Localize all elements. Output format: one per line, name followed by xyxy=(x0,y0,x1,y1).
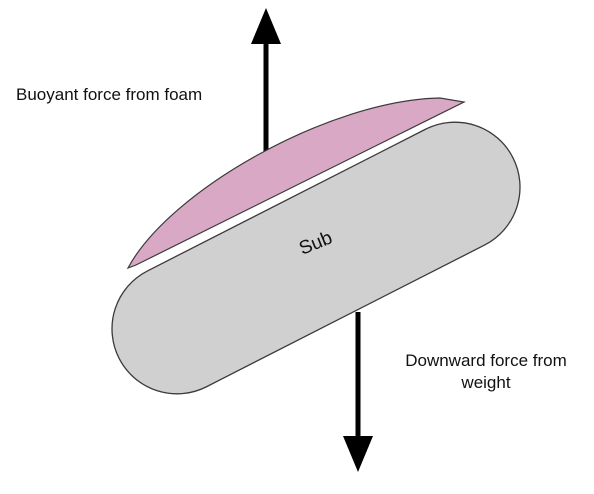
weight-arrow-head xyxy=(343,436,373,472)
downward-force-label: Downward force from weight xyxy=(386,350,586,394)
buoyant-arrow-head xyxy=(251,8,281,44)
downward-force-label-line-1: Downward force from xyxy=(405,351,567,370)
downward-force-label-line-2: weight xyxy=(461,373,511,392)
arrow-down-icon xyxy=(343,312,373,472)
sub-body xyxy=(111,121,521,395)
arrow-up-icon xyxy=(251,8,281,160)
foam-region xyxy=(126,97,466,270)
buoyant-force-label: Buoyant force from foam xyxy=(16,85,203,104)
